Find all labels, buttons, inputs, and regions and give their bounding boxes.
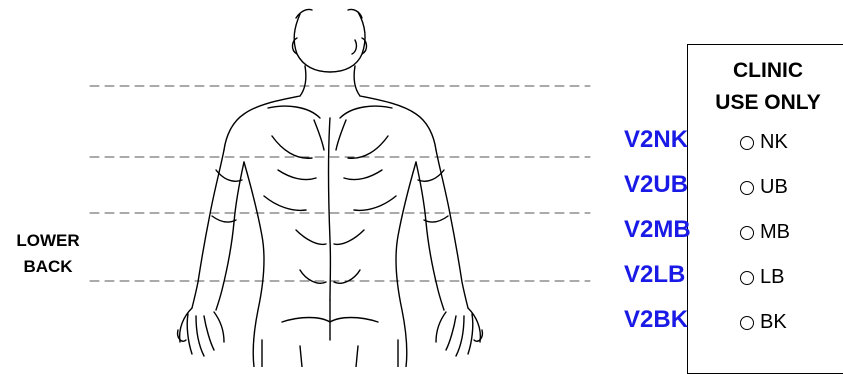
region-option-nk[interactable]: NK — [740, 131, 788, 154]
region-option-label: MB — [760, 221, 790, 244]
clinic-title-line1: CLINIC — [688, 59, 843, 83]
lower-back-label-line2: BACK — [6, 254, 90, 280]
lower-back-label: LOWER BACK — [6, 228, 90, 280]
radio-button-icon[interactable] — [740, 226, 754, 240]
region-option-ub[interactable]: UB — [740, 176, 788, 199]
region-option-label: NK — [760, 131, 788, 154]
radio-button-icon[interactable] — [740, 136, 754, 150]
body-outline — [178, 9, 483, 367]
region-code-ub: V2UB — [624, 171, 688, 199]
region-option-label: LB — [760, 266, 784, 289]
region-guide-lines — [90, 86, 590, 281]
radio-button-icon[interactable] — [740, 271, 754, 285]
region-code-lb: V2LB — [624, 261, 685, 289]
region-option-label: UB — [760, 176, 788, 199]
radio-button-icon[interactable] — [740, 181, 754, 195]
region-option-label: BK — [760, 311, 787, 334]
region-code-mb: V2MB — [624, 216, 691, 244]
region-code-bk: V2BK — [624, 306, 688, 334]
clinic-title-line2: USE ONLY — [688, 91, 843, 115]
region-code-nk: V2NK — [624, 126, 688, 154]
region-option-lb[interactable]: LB — [740, 266, 784, 289]
lower-back-label-line1: LOWER — [6, 228, 90, 254]
radio-button-icon[interactable] — [740, 316, 754, 330]
region-option-mb[interactable]: MB — [740, 221, 790, 244]
region-option-bk[interactable]: BK — [740, 311, 787, 334]
